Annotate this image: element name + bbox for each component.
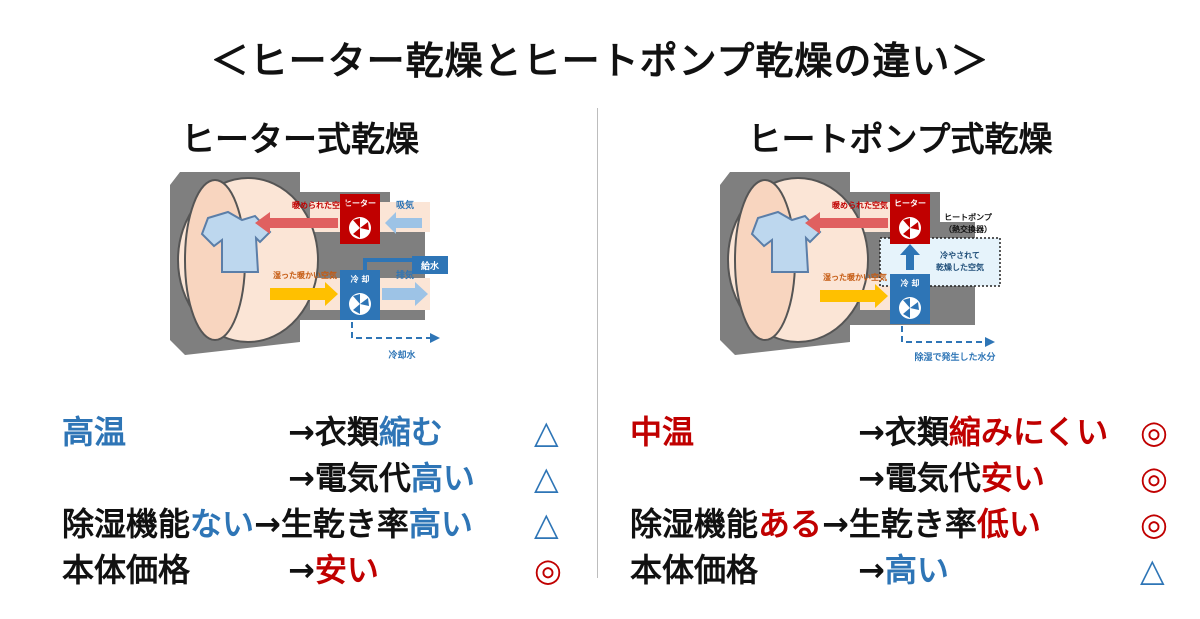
row-effect: 縮 [948, 413, 981, 451]
rating-mark: △ [1140, 551, 1165, 589]
row-effect-suffix: みにくい [980, 413, 1109, 451]
rating-mark: △ [534, 413, 559, 451]
svg-text:冷やされて: 冷やされて [940, 250, 980, 260]
row-label: 高温 [62, 413, 127, 451]
svg-text:（熱交換器）: （熱交換器） [944, 224, 992, 234]
row-value: →電気代高い [288, 458, 475, 498]
rating-mark: ◎ [1140, 459, 1168, 497]
water-supply-box [412, 256, 448, 274]
heatpump-heading: ヒートポンプ式乾燥 [747, 120, 1053, 160]
row-label: 本体価格 [62, 551, 191, 589]
row-value: →衣類縮みにくい [858, 412, 1108, 452]
row-effect: 安い [980, 459, 1045, 497]
svg-text:湿った暖かい空気: 湿った暖かい空気 [273, 270, 337, 280]
exhaust-arrow [382, 282, 428, 306]
row-item: →衣類 [288, 413, 379, 451]
svg-text:湿った暖かい空気: 湿った暖かい空気 [823, 272, 887, 282]
svg-text:冷却水: 冷却水 [388, 349, 416, 361]
row-label: 除湿機能 [630, 505, 759, 543]
heater-label: ヒーター [344, 198, 376, 208]
row-item: →衣類 [858, 413, 949, 451]
row-item: →生乾き率 [822, 505, 977, 543]
shirt-icon [200, 210, 272, 273]
rating-mark: △ [534, 459, 559, 497]
heater-dryer-diagram: ヒーター 暖められた空気 吸気 冷 却 給水 湿った暖かい空気 排気 冷却水 [170, 172, 448, 361]
row-item: →生乾き率 [254, 505, 409, 543]
row-effect: 縮む [378, 413, 443, 451]
row-label: 除湿機能 [62, 505, 191, 543]
cooling-label: 冷 却 [351, 274, 370, 284]
svg-text:給水: 給水 [421, 260, 440, 272]
row-value: →衣類縮む [288, 412, 443, 452]
row-label: 中温 [630, 413, 695, 451]
row-value: 除湿機能ない→生乾き率高い [62, 504, 473, 544]
rating-mark: ◎ [1140, 413, 1168, 451]
row-value: →高い [858, 550, 949, 590]
svg-text:除湿で発生した水分: 除湿で発生した水分 [914, 351, 995, 363]
svg-text:吸気: 吸気 [396, 199, 414, 211]
row-value: 除湿機能ある→生乾き率低い [630, 504, 1041, 544]
row-value: →安い [288, 550, 379, 590]
row-effect: 低い [976, 505, 1041, 543]
row-item: →電気代 [858, 459, 981, 497]
rating-mark: △ [534, 505, 559, 543]
svg-text:排気: 排気 [396, 269, 414, 281]
svg-text:ヒートポンプ: ヒートポンプ [944, 212, 993, 222]
humid-air-arrow [270, 282, 338, 306]
row-effect: 高い [884, 551, 949, 589]
intake-arrow [385, 212, 422, 234]
row-qualifier: ない [190, 505, 255, 543]
row-qualifier: ある [758, 505, 823, 543]
svg-text:ヒーター: ヒーター [894, 198, 926, 208]
row-effect: 高い [410, 459, 475, 497]
row-effect: 安い [314, 551, 379, 589]
svg-text:乾燥した空気: 乾燥した空気 [936, 262, 984, 272]
page-title: ＜ヒーター乾燥とヒートポンプ乾燥の違い＞ [210, 39, 990, 83]
up-arrow [900, 244, 920, 270]
heater-heading: ヒーター式乾燥 [181, 120, 419, 160]
warm-air-arrow [805, 212, 888, 234]
rating-mark: ◎ [1140, 505, 1168, 543]
center-divider [597, 108, 598, 578]
heatpump-dryer-diagram: ヒーター 暖められた空気 ヒートポンプ （熱交換器） 冷やされて 乾燥した空気 … [720, 172, 1001, 363]
warm-air-arrow [255, 212, 338, 234]
row-effect: 高い [408, 505, 473, 543]
svg-text:暖められた空気: 暖められた空気 [292, 200, 348, 210]
rating-mark: ◎ [534, 551, 562, 589]
row-label: 本体価格 [630, 551, 759, 589]
row-value: →電気代安い [858, 458, 1045, 498]
row-item: →電気代 [288, 459, 411, 497]
shirt-icon [750, 210, 822, 273]
svg-text:暖められた空気: 暖められた空気 [832, 200, 888, 210]
row-item: → [858, 551, 885, 589]
svg-text:冷 却: 冷 却 [901, 278, 920, 288]
humid-air-arrow [820, 284, 888, 308]
row-item: → [288, 551, 315, 589]
